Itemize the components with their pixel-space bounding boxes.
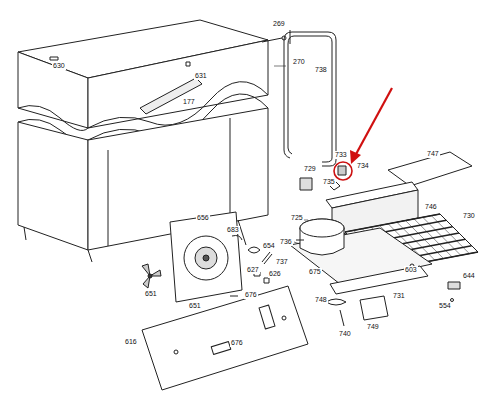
callout-number: 603 <box>404 266 418 274</box>
callout-number: 177 <box>182 98 196 106</box>
callout-number: 730 <box>462 212 476 220</box>
callout-number: 738 <box>314 66 328 74</box>
leader-lines <box>274 66 308 244</box>
callout-number: 626 <box>268 270 282 278</box>
screw <box>262 30 290 44</box>
coil-wire <box>414 219 452 257</box>
callout-number: 627 <box>246 266 260 274</box>
callout-number: 656 <box>196 214 210 222</box>
coil-wire <box>423 217 461 255</box>
callout-number: 651 <box>188 302 202 310</box>
callout-number: 737 <box>275 258 289 266</box>
coil-tube <box>345 214 440 232</box>
hot-loop-tube <box>284 32 336 166</box>
fan-blade <box>142 264 161 288</box>
callout-number: 676 <box>244 291 258 299</box>
callout-number: 270 <box>292 58 306 66</box>
callout-number: 746 <box>424 203 438 211</box>
drain-parts <box>326 296 388 326</box>
back-panel <box>142 286 308 390</box>
fan-shroud <box>170 212 242 302</box>
red-arrow <box>350 88 392 164</box>
callout-number: 554 <box>438 302 452 310</box>
callout-number: 733 <box>334 151 348 159</box>
callout-number: 748 <box>314 296 328 304</box>
compressor <box>296 219 344 255</box>
callout-number: 729 <box>303 165 317 173</box>
coil-wire <box>431 216 469 254</box>
relay <box>300 178 312 190</box>
callout-number: 731 <box>392 292 406 300</box>
callout-number: 269 <box>272 20 286 28</box>
callout-number: 676 <box>230 339 244 347</box>
cabinet <box>18 20 268 262</box>
callout-number: 654 <box>262 242 276 250</box>
callout-number: 651 <box>144 290 158 298</box>
callout-number: 736 <box>279 238 293 246</box>
callout-number: 749 <box>366 323 380 331</box>
callout-number: 725 <box>290 214 304 222</box>
highlight-circle <box>334 162 352 180</box>
callout-number: 616 <box>124 338 138 346</box>
callout-number: 675 <box>308 268 322 276</box>
callout-number: 644 <box>462 272 476 280</box>
callout-number: 740 <box>338 330 352 338</box>
callout-number: 734 <box>356 162 370 170</box>
base-plate <box>290 228 432 294</box>
callout-number: 630 <box>52 62 66 70</box>
callout-number: 747 <box>426 150 440 158</box>
callout-number: 683 <box>226 226 240 234</box>
callout-number: 631 <box>194 72 208 80</box>
callout-number: 735 <box>322 178 336 186</box>
